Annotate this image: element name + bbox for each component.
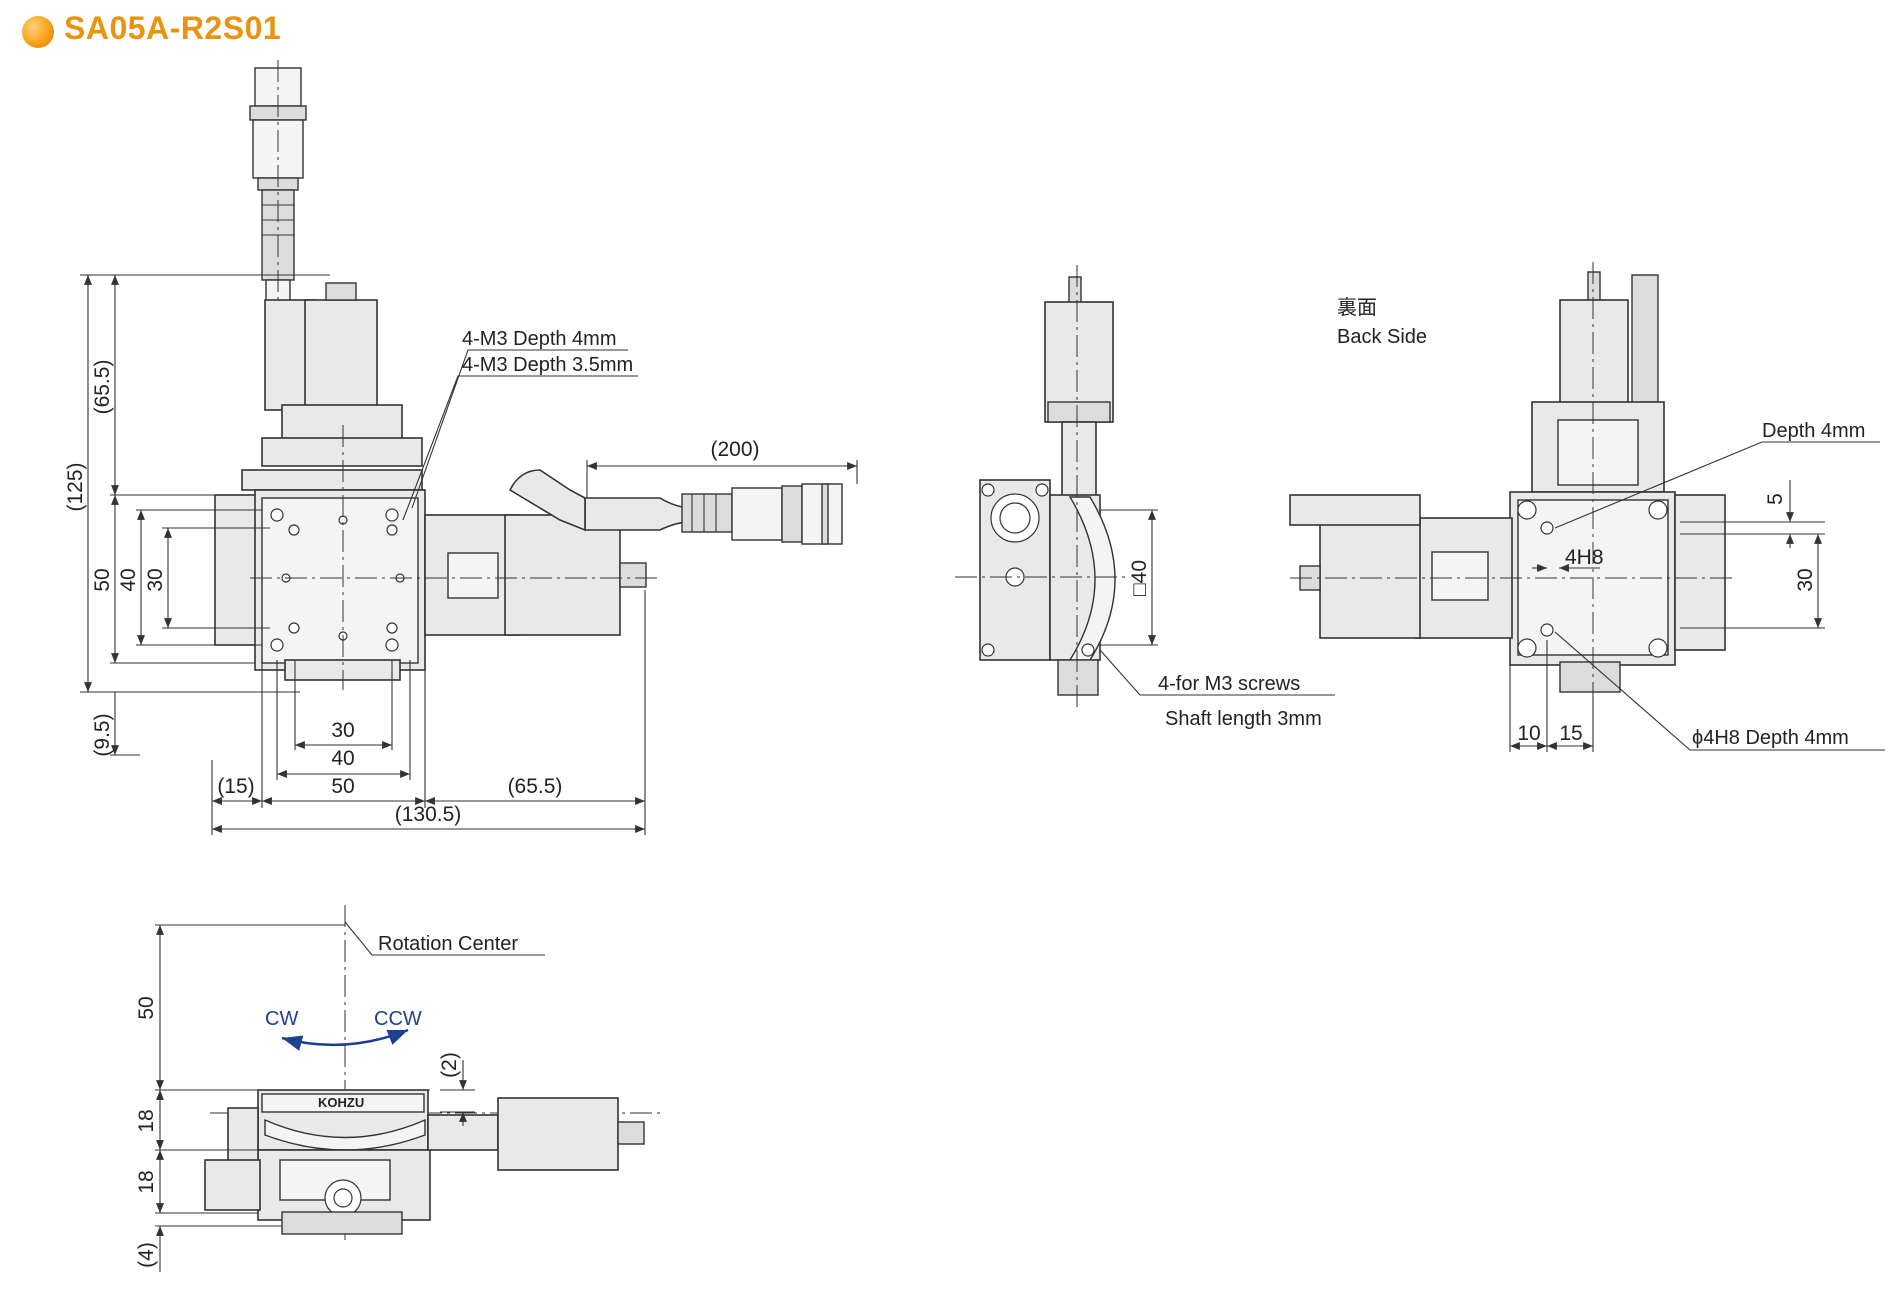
dim-10: 10	[1517, 722, 1540, 745]
back-side-label: Back Side	[1337, 326, 1427, 348]
dim-50-vertical: 50	[91, 568, 114, 591]
dim-4h8: 4H8	[1565, 546, 1604, 569]
dim-200: (200)	[710, 438, 759, 461]
dim-15: (15)	[217, 775, 254, 798]
cw-label: CW	[265, 1008, 298, 1030]
side-motor	[504, 514, 621, 636]
front-angle-scale	[264, 1118, 426, 1151]
rotation-arrow	[281, 1028, 409, 1051]
dim-2: (2)	[438, 1052, 461, 1078]
note-depth-4mm: Depth 4mm	[1762, 420, 1865, 442]
note-m3-screws: 4-for M3 screws	[1158, 673, 1300, 695]
note-m3-depth-3-5: 4-M3 Depth 3.5mm	[462, 354, 633, 376]
page-title: SA05A-R2S01	[64, 10, 282, 46]
dim-125: (125)	[64, 462, 87, 511]
front-view-motor	[497, 1097, 619, 1171]
dim-15-back: 15	[1559, 722, 1582, 745]
brand-label: KOHZU	[318, 1095, 364, 1110]
dim-30-vertical: 30	[144, 568, 167, 591]
ccw-label: CCW	[374, 1008, 422, 1030]
bullet-icon	[22, 16, 54, 48]
back-view-motor	[1559, 299, 1629, 411]
dim-40-horizontal: 40	[331, 747, 354, 770]
back-view: 裏面 Back Side 5 30 10	[1289, 262, 1885, 752]
dim-50-horizontal: 50	[331, 775, 354, 798]
dim-18-lower: 18	[135, 1170, 158, 1193]
top-motor	[304, 299, 378, 411]
dim-18-upper: 18	[135, 1109, 158, 1132]
note-m3-depth-4: 4-M3 Depth 4mm	[462, 328, 617, 350]
front-view: KOHZU CW CCW Rotation Center 50 18 18 (4…	[135, 905, 660, 1272]
left-knob-block	[214, 494, 262, 646]
dim-5: 5	[1764, 493, 1787, 505]
dim-square-40: □40	[1128, 560, 1151, 596]
dim-30-horizontal: 30	[331, 719, 354, 742]
rotation-center-label: Rotation Center	[378, 933, 518, 955]
top-view: (125) (65.5) 50 40 30 (9.5) 30 40 50 (15…	[64, 60, 858, 835]
dim-65-5-vertical: (65.5)	[91, 360, 114, 415]
back-side-jp-label: 裏面	[1337, 296, 1377, 319]
note-shaft-length: Shaft length 3mm	[1165, 708, 1322, 730]
dim-65-5-horizontal: (65.5)	[508, 775, 563, 798]
side-view: □40 4-for M3 screws Shaft length 3mm	[955, 265, 1335, 730]
header: SA05A-R2S01	[0, 0, 600, 70]
dim-40-vertical: 40	[117, 568, 140, 591]
note-phi-4h8-depth: ϕ4H8 Depth 4mm	[1692, 727, 1849, 749]
dim-130-5: (130.5)	[395, 803, 462, 826]
dim-30-back: 30	[1794, 568, 1817, 591]
dim-50-front: 50	[135, 996, 158, 1019]
dim-4-front: (4)	[135, 1242, 158, 1268]
dim-9-5: (9.5)	[91, 713, 114, 756]
